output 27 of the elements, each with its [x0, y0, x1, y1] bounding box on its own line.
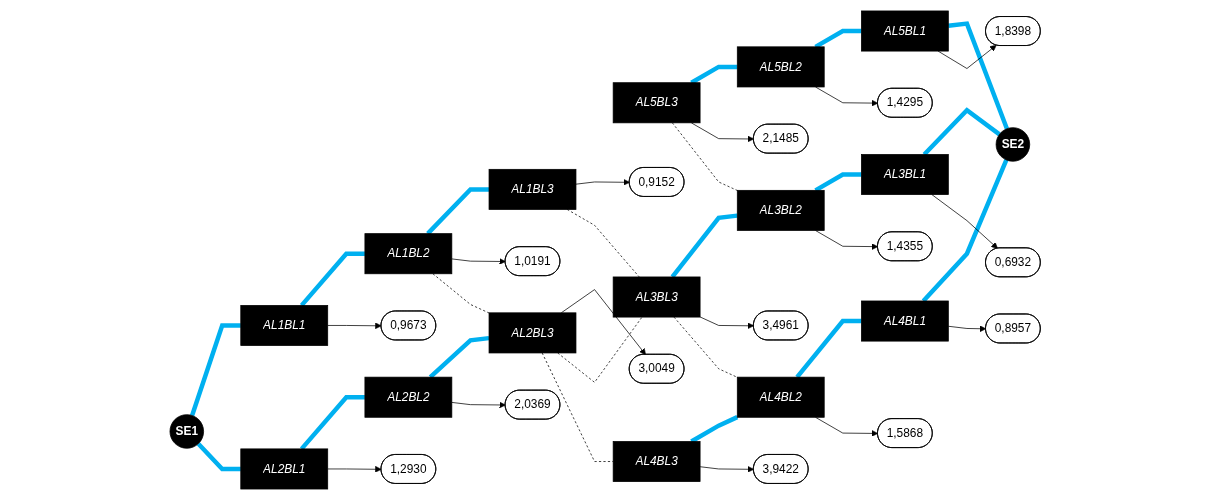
node-circle: SE2 — [996, 127, 1031, 162]
node-box: AL5BL1 — [861, 10, 950, 52]
node-box: AL1BL2 — [364, 233, 453, 275]
node-box: AL2BL2 — [364, 376, 453, 418]
node-box: AL3BL2 — [737, 189, 825, 231]
connector — [795, 318, 862, 379]
connector — [432, 273, 490, 314]
node-box: AL2BL3 — [489, 312, 577, 354]
node-box: AL3BL3 — [613, 276, 701, 318]
node-box: AL3BL1 — [861, 154, 950, 195]
node-box: AL5BL3 — [613, 82, 701, 124]
connector — [948, 21, 1010, 130]
connector — [557, 316, 643, 383]
node-box: AL5BL2 — [737, 46, 825, 88]
connector — [300, 251, 366, 307]
node-circle: SE1 — [169, 414, 205, 449]
node-box: AL1BL3 — [489, 168, 577, 210]
connector — [429, 335, 490, 379]
node-box: AL2BL1 — [240, 448, 329, 490]
node-box: AL1BL1 — [240, 305, 329, 346]
node-box: AL4BL2 — [737, 376, 825, 418]
node-box: AL4BL1 — [861, 300, 950, 342]
connector — [923, 107, 1002, 156]
connector — [197, 442, 242, 472]
connector — [190, 323, 242, 417]
node-box: AL4BL3 — [613, 441, 701, 482]
connector — [672, 122, 738, 191]
